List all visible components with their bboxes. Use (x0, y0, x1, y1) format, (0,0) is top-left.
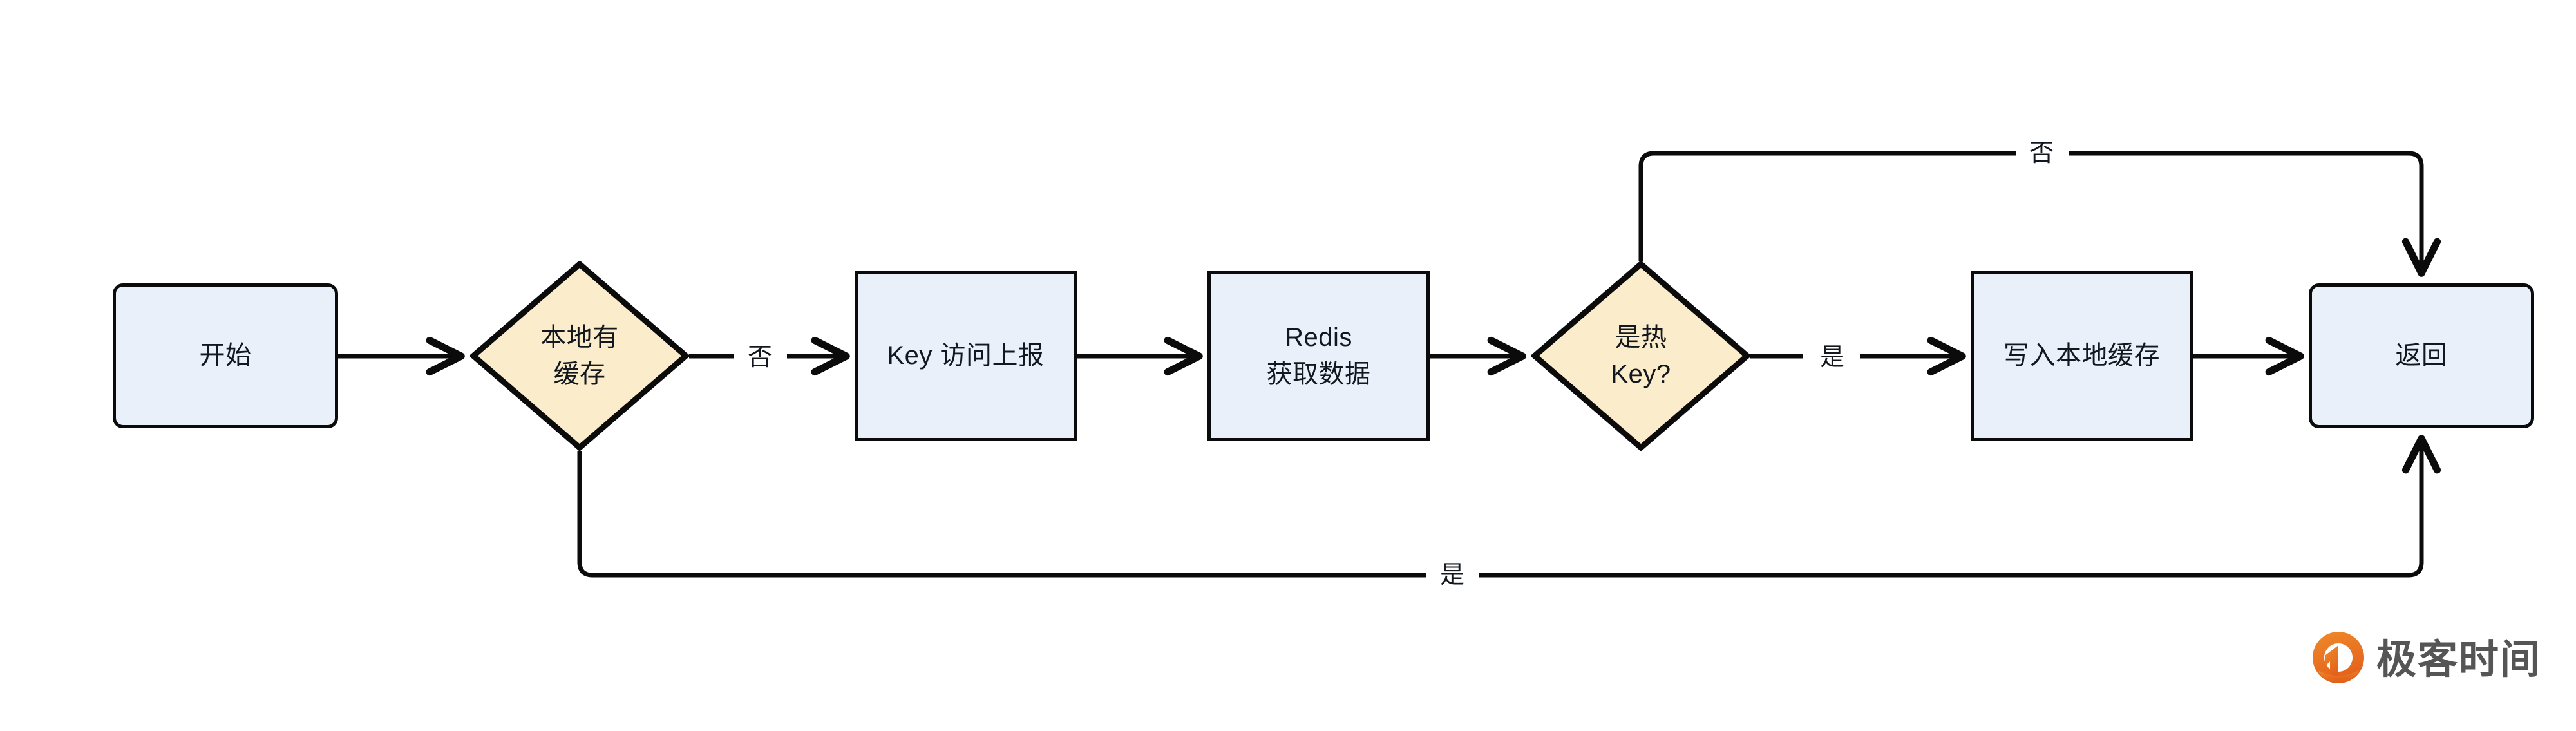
node-key-access-report[interactable]: Key 访问上报 (855, 271, 1077, 441)
node-redis-get-data[interactable]: Redis 获取数据 (1208, 271, 1430, 441)
edge-has-local-to-return-bottom-b (1479, 435, 2441, 578)
node-has-local-cache-label: 本地有 缓存 (540, 323, 619, 388)
edge-has-local-to-return-bottom-a (577, 451, 1426, 578)
node-return[interactable]: 返回 (2309, 283, 2534, 428)
edge-label-has-local-no: 否 (741, 344, 779, 371)
node-key-access-report-label: Key 访问上报 (887, 341, 1045, 370)
node-start-label: 开始 (199, 341, 252, 370)
diamond-shape (1531, 261, 1750, 451)
node-start[interactable]: 开始 (113, 283, 338, 428)
diamond-shape (470, 261, 689, 451)
edge-label-is-hot-key-no: 否 (2022, 140, 2061, 167)
node-has-local-cache[interactable]: 本地有 缓存 (470, 261, 689, 451)
edge-is-hot-key-to-return-top-b (2069, 151, 2441, 277)
node-write-local-cache[interactable]: 写入本地缓存 (1971, 271, 2193, 441)
node-return-label: 返回 (2395, 341, 2448, 370)
node-is-hot-key-label: 是热 Key? (1611, 323, 1671, 388)
edge-label-is-hot-key-yes: 是 (1813, 344, 1852, 371)
geektime-logo: 极客时间 (2311, 631, 2541, 689)
node-is-hot-key[interactable]: 是热 Key? (1531, 261, 1750, 451)
edge-label-has-local-yes: 是 (1433, 562, 1472, 589)
node-write-local-cache-label: 写入本地缓存 (2003, 341, 2160, 370)
geektime-logo-text: 极客时间 (2376, 638, 2542, 682)
edge-is-hot-key-to-return-top-a (1638, 151, 2016, 261)
node-redis-get-data-label: Redis 获取数据 (1266, 323, 1371, 388)
geektime-logo-icon (2313, 632, 2364, 683)
